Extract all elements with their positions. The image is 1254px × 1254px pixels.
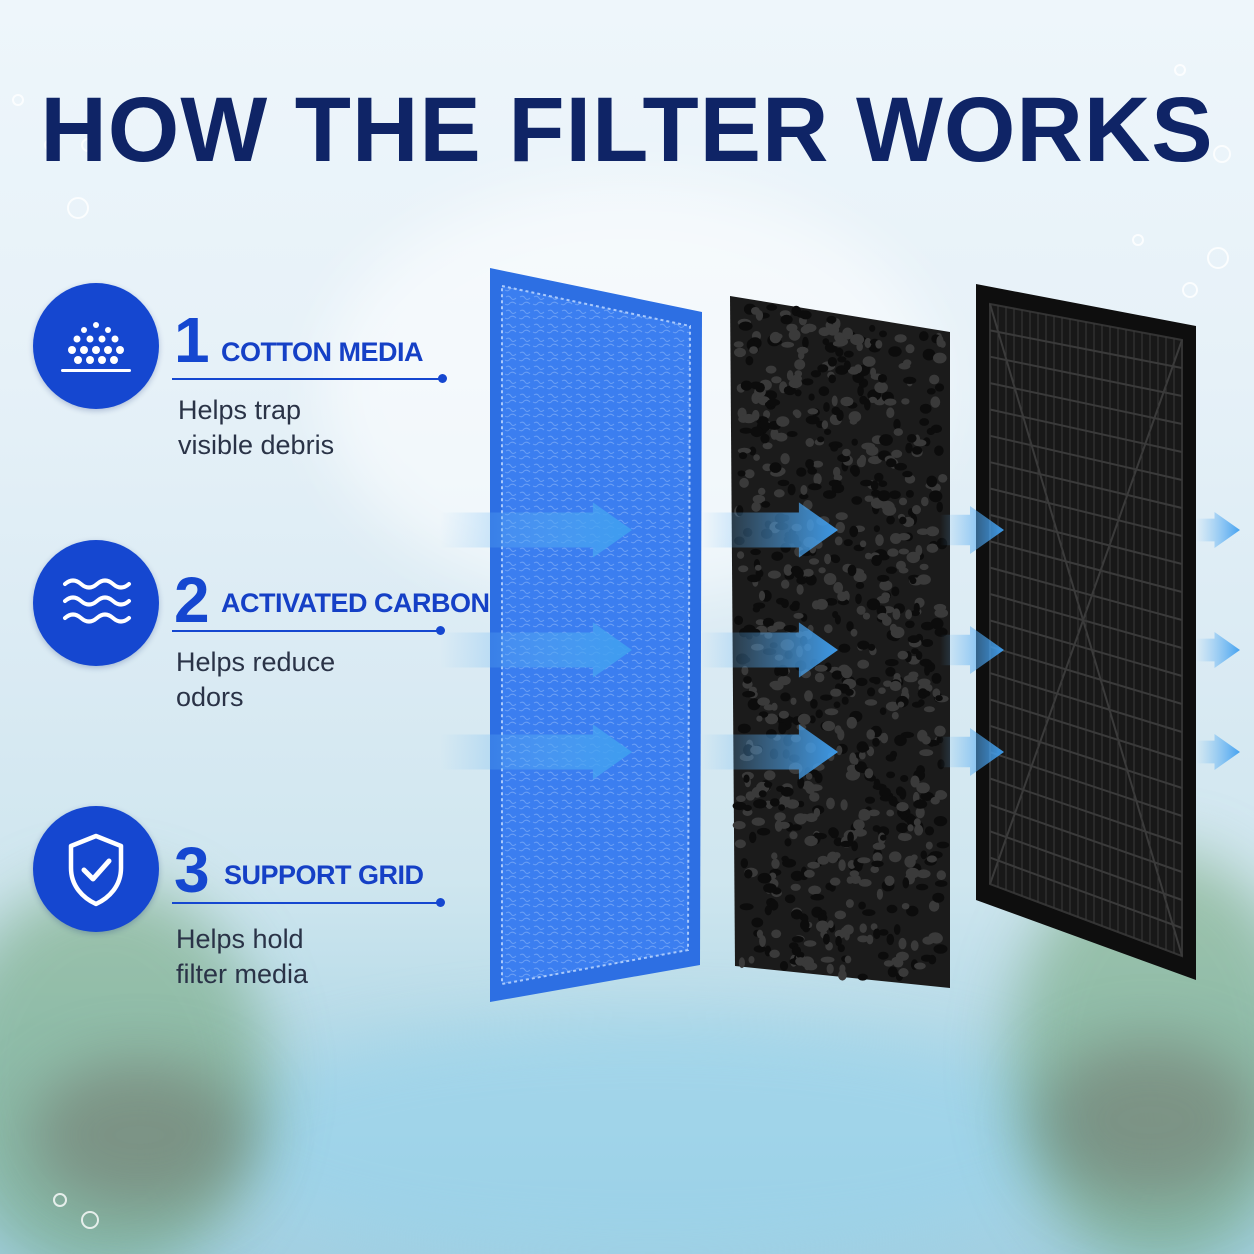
flow-arrow	[1196, 734, 1240, 770]
flow-arrow	[940, 728, 1004, 776]
water-flow-arrows	[440, 502, 1240, 780]
flow-arrow	[440, 724, 632, 780]
feature-divider	[172, 902, 440, 904]
feature-divider-dot	[438, 374, 447, 383]
particles-icon	[61, 322, 131, 372]
feature-name: ACTIVATED CARBON	[221, 588, 490, 618]
feature-number: 2	[174, 564, 210, 636]
feature-name: COTTON MEDIA	[221, 337, 424, 367]
feature-divider	[172, 630, 440, 632]
flow-arrow	[440, 622, 632, 678]
feature-name: SUPPORT GRID	[224, 860, 424, 890]
seabed-shimmer	[200, 1020, 1100, 1254]
flow-arrow	[700, 724, 838, 780]
feature-cotton-media: 1 COTTON MEDIA Helps trap visible debris	[0, 0, 480, 460]
feature-icon-circle	[33, 540, 159, 666]
feature-description: Helps hold filter media	[176, 924, 309, 989]
left-rocks	[30, 1060, 250, 1210]
flow-arrow	[1196, 512, 1240, 548]
feature-number: 3	[174, 834, 210, 906]
feature-icon-circle	[33, 283, 159, 409]
feature-description: Helps reduce odors	[176, 647, 336, 712]
waves-icon	[63, 578, 131, 624]
page-title: HOW THE FILTER WORKS	[40, 79, 1214, 181]
flow-arrow	[700, 502, 838, 558]
support-grid-panel	[976, 284, 1196, 980]
bubbles	[12, 64, 1231, 1229]
feature-divider-dot	[436, 898, 445, 907]
feature-number: 1	[174, 304, 210, 376]
right-rocks	[1040, 1040, 1254, 1200]
flow-arrow	[440, 502, 632, 558]
feature-divider-dot	[436, 626, 445, 635]
flow-arrow	[700, 622, 838, 678]
feature-activated-carbon: 2 ACTIVATED CARBON Helps reduce odors	[0, 0, 490, 712]
activated-carbon-panel	[730, 296, 950, 988]
shield-check-icon	[68, 833, 124, 907]
feature-divider	[172, 378, 442, 380]
flow-arrow	[940, 506, 1004, 554]
flow-arrow	[1196, 632, 1240, 668]
flow-arrow	[940, 626, 1004, 674]
feature-icon-circle	[33, 806, 159, 932]
feature-description: Helps trap visible debris	[178, 395, 335, 460]
feature-support-grid: 3 SUPPORT GRID Helps hold filter media	[0, 0, 480, 989]
